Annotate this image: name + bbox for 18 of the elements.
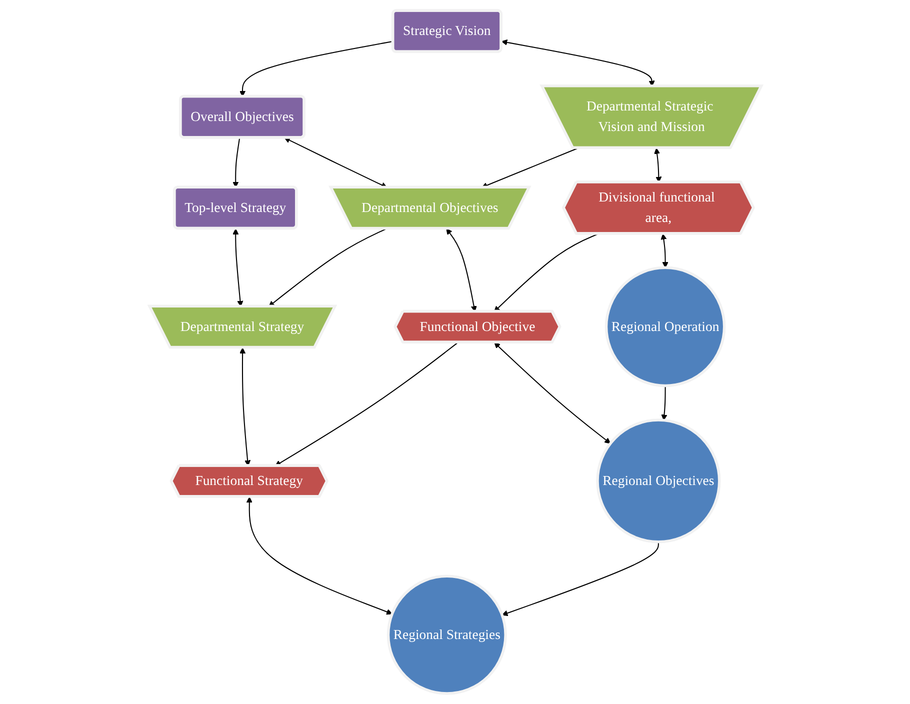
arrow [654, 148, 662, 183]
arrow [239, 40, 393, 97]
arrow [446, 228, 476, 312]
node-circle: Regional Strategies [386, 574, 507, 695]
arrow [284, 138, 387, 188]
arrow [494, 342, 610, 444]
node-circle: Regional Objectives [596, 418, 720, 544]
arrow [494, 233, 599, 312]
node-circle: Regional Operation [604, 266, 726, 388]
arrow [232, 138, 240, 188]
arrow [660, 386, 667, 421]
arrow [268, 228, 387, 307]
arrow [501, 542, 659, 616]
arrow [274, 342, 458, 466]
arrow [660, 234, 668, 268]
arrow [232, 228, 243, 307]
arrow [246, 496, 392, 615]
arrow [239, 348, 250, 466]
